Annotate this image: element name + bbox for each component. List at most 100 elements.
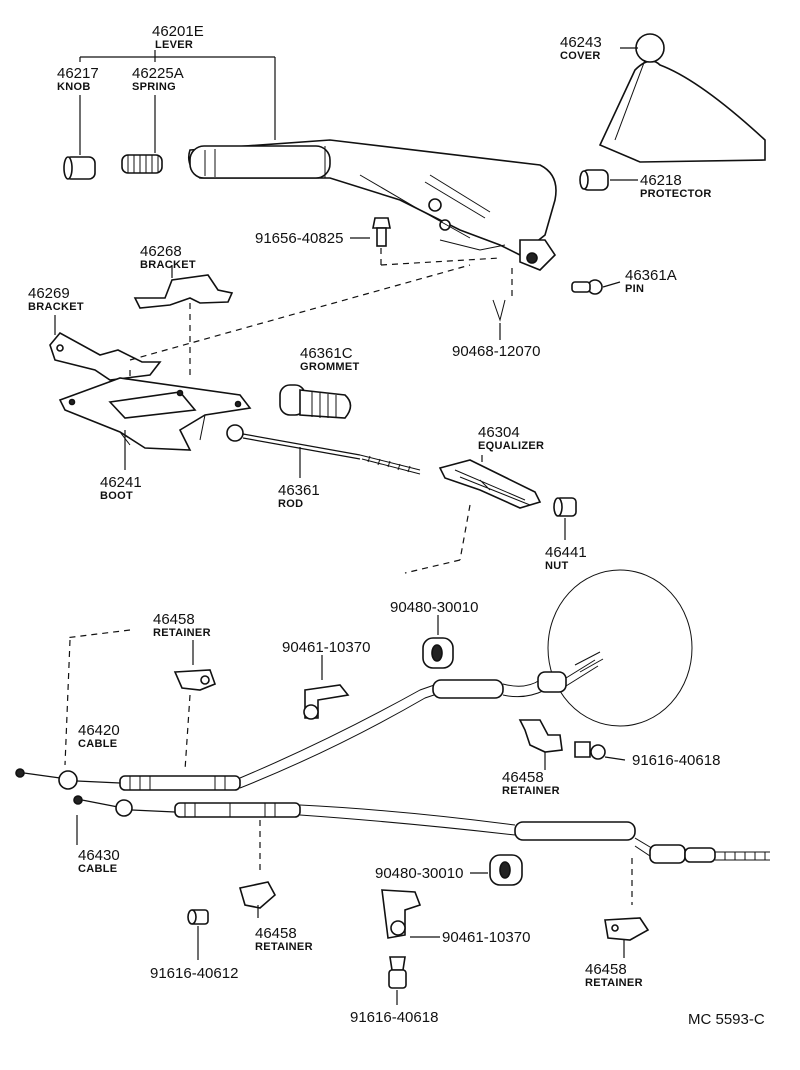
grommet-46361c: [279, 384, 352, 419]
label-bolt-right: 91616-40618: [632, 752, 720, 769]
catalog-code: MC 5593-C: [688, 1011, 765, 1028]
label-cover: 46243 COVER: [560, 34, 602, 62]
label-clamp-bottom: 90461-10370: [442, 929, 530, 946]
part-number: 46430: [78, 847, 120, 864]
part-number: 46458: [585, 961, 627, 978]
grommet-90480-bottom: [470, 854, 523, 886]
retainer-46458-top: [173, 640, 217, 771]
part-name: ROD: [278, 498, 303, 510]
label-protector: 46218 PROTECTOR: [640, 172, 712, 200]
part-name: LEVER: [155, 39, 193, 51]
bolt-91616-bottom: [388, 956, 407, 1005]
lever-callout-bracket: [79, 50, 276, 140]
part-name: COVER: [560, 50, 601, 62]
part-number: 46304: [478, 424, 520, 441]
bolt-91616-left: [187, 909, 209, 960]
label-cable-46430: 46430 CABLE: [78, 847, 120, 875]
part-number: 46458: [502, 769, 544, 786]
cable-46420: [15, 651, 604, 791]
part-name: CABLE: [78, 738, 117, 750]
part-name: BRACKET: [140, 259, 196, 271]
part-number: 46458: [255, 925, 297, 942]
clip-90468: [492, 268, 513, 340]
part-number: 46268: [140, 243, 182, 260]
label-clip: 90468-12070: [452, 343, 540, 360]
part-name: CABLE: [78, 863, 117, 875]
part-name: RETAINER: [255, 941, 313, 953]
part-name: PROTECTOR: [640, 188, 712, 200]
part-number: 46225A: [132, 65, 184, 82]
label-bolt-bottom: 91616-40618: [350, 1009, 438, 1026]
part-number: 90480-30010: [375, 865, 463, 882]
cable-46430: [73, 795, 770, 864]
rod: [226, 424, 421, 478]
part-number: 91616-40612: [150, 965, 238, 982]
label-equalizer: 46304 EQUALIZER: [478, 424, 544, 452]
part-number: 91616-40618: [632, 752, 720, 769]
fuel-tank-outline: [547, 569, 693, 727]
part-name: RETAINER: [153, 627, 211, 639]
label-grommet-bottom: 90480-30010: [375, 865, 463, 882]
equalizer: [404, 455, 542, 574]
label-cable-46420: 46420 CABLE: [78, 722, 120, 750]
part-number: 46458: [153, 611, 195, 628]
part-number: 46361: [278, 482, 320, 499]
spring: [121, 95, 163, 174]
label-retainer-bottom-left: 46458 RETAINER: [255, 925, 313, 953]
label-rod: 46361 ROD: [278, 482, 320, 510]
pin: [571, 279, 621, 295]
nut: [553, 497, 577, 540]
part-number: 91656-40825: [255, 230, 343, 247]
label-grommet-top: 90480-30010: [390, 599, 478, 616]
retainer-46458-bottom-right: [604, 858, 650, 958]
label-retainer-top: 46458 RETAINER: [153, 611, 211, 639]
label-knob: 46217 KNOB: [57, 65, 99, 93]
part-name: GROMMET: [300, 361, 360, 373]
part-number: 46361C: [300, 345, 353, 362]
part-number: 46361A: [625, 267, 677, 284]
part-name: KNOB: [57, 81, 91, 93]
part-name: BRACKET: [28, 301, 84, 313]
cable-guide-dash: [64, 629, 131, 766]
lever: [187, 139, 557, 271]
part-name: RETAINER: [585, 977, 643, 989]
label-bracket-46269: 46269 BRACKET: [28, 285, 84, 313]
label-grommet: 46361C GROMMET: [300, 345, 360, 373]
part-number: 46217: [57, 65, 99, 82]
part-name: PIN: [625, 283, 644, 295]
label-pin: 46361A PIN: [625, 267, 677, 295]
boot: [58, 377, 252, 470]
part-name: SPRING: [132, 81, 176, 93]
label-lever: 46201E LEVER: [152, 23, 204, 51]
protector: [579, 169, 638, 191]
label-boot: 46241 BOOT: [100, 474, 142, 502]
part-name: BOOT: [100, 490, 133, 502]
bolt-91616-right: [574, 741, 626, 761]
part-number: 46420: [78, 722, 120, 739]
part-number: 46441: [545, 544, 587, 561]
part-number: 46269: [28, 285, 70, 302]
part-number: 90468-12070: [452, 343, 540, 360]
part-name: EQUALIZER: [478, 440, 544, 452]
part-name: NUT: [545, 560, 569, 572]
clamp-90461-top: [303, 655, 350, 720]
bolt-91656: [350, 217, 501, 266]
part-number: 90480-30010: [390, 599, 478, 616]
knob: [63, 95, 96, 180]
part-number: 46241: [100, 474, 142, 491]
retainer-46458-bottom-left: [238, 820, 277, 918]
bracket-46268: [133, 265, 234, 380]
label-clamp-top: 90461-10370: [282, 639, 370, 656]
part-number: 90461-10370: [282, 639, 370, 656]
label-bolt-91656: 91656-40825: [255, 230, 343, 247]
part-number: 91616-40618: [350, 1009, 438, 1026]
label-nut: 46441 NUT: [545, 544, 587, 572]
label-retainer-bottom-right: 46458 RETAINER: [585, 961, 643, 989]
label-retainer-right: 46458 RETAINER: [502, 769, 560, 797]
part-number: 46243: [560, 34, 602, 51]
bracket-46269: [49, 264, 471, 383]
clamp-90461-bottom: [381, 889, 440, 939]
grommet-90480-top: [422, 615, 454, 669]
part-number: 46201E: [152, 23, 204, 40]
